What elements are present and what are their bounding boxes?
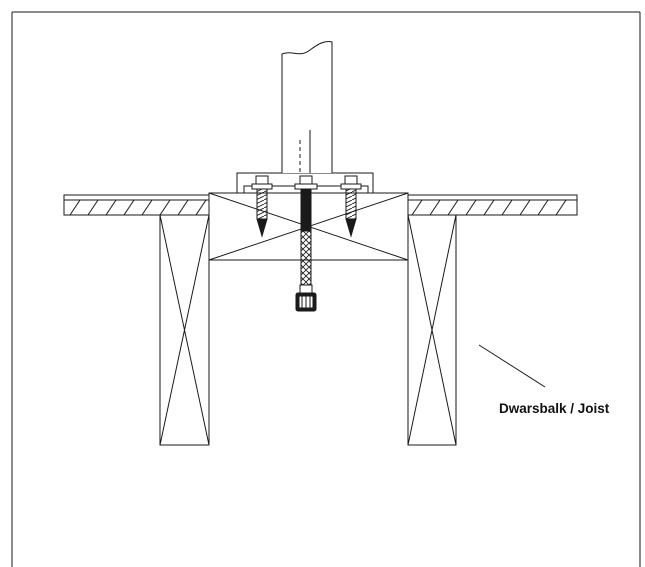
floor-deck-right xyxy=(407,194,578,216)
lag-screw-right xyxy=(340,175,362,238)
drawing-frame xyxy=(11,11,641,567)
hanger-bolt-center xyxy=(294,175,318,312)
joist-label: Dwarsbalk / Joist xyxy=(499,401,610,416)
floor-deck-left xyxy=(63,194,210,216)
post xyxy=(281,41,333,173)
joist-left xyxy=(159,214,210,446)
joist-right xyxy=(407,214,457,446)
lag-screw-left xyxy=(251,175,273,238)
joist-leader-line xyxy=(478,344,546,388)
